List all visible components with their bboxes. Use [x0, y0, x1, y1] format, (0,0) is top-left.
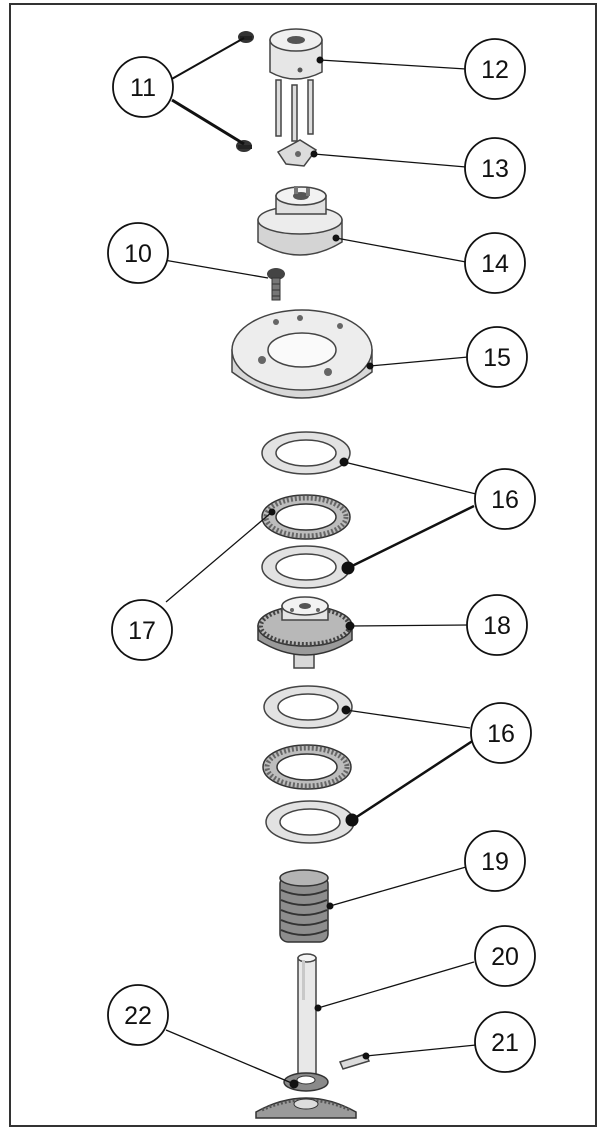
callout-12: 12 [464, 38, 526, 100]
part-21-pin [338, 1053, 371, 1070]
callout-19: 19 [464, 830, 526, 892]
part-16-washer-d [265, 800, 355, 844]
needle-bearing-lower [262, 744, 352, 790]
callout-15: 15 [466, 326, 528, 388]
callout-label: 11 [130, 74, 156, 102]
part-15-base-plate [231, 309, 373, 399]
callout-label: 22 [124, 1002, 152, 1030]
callout-label: 12 [481, 56, 509, 84]
callout-11: 11 [112, 56, 174, 118]
callout-13: 13 [464, 137, 526, 199]
callout-17: 17 [111, 599, 173, 661]
part-17-needle-bearing [261, 494, 351, 540]
callout-label: 13 [481, 155, 509, 183]
part-16-washer-a [261, 431, 351, 475]
part-18-gear-hub [257, 596, 353, 669]
callout-label: 16 [487, 720, 515, 748]
callout-10: 10 [107, 222, 169, 284]
part-20-shaft [297, 953, 317, 1083]
callout-label: 21 [491, 1029, 519, 1057]
part-19-spring [279, 869, 329, 943]
part-16-washer-c [263, 685, 353, 729]
part-12-pin-holder [269, 28, 323, 142]
callout-label: 16 [491, 486, 519, 514]
callout-label: 19 [481, 848, 509, 876]
callout-21: 21 [474, 1011, 536, 1073]
part-11-screw-top [238, 31, 254, 43]
part-13-triangle-nut [276, 139, 318, 167]
callout-16-lower: 16 [470, 702, 532, 764]
leader-lines [163, 37, 477, 1089]
part-10-screw [267, 268, 285, 301]
callout-label: 18 [483, 612, 511, 640]
callout-label: 15 [483, 344, 511, 372]
part-14-hub [257, 186, 343, 256]
callout-22: 22 [107, 984, 169, 1046]
callout-16-upper: 16 [474, 468, 536, 530]
callout-label: 17 [128, 617, 156, 645]
callout-14: 14 [464, 232, 526, 294]
callout-label: 10 [124, 240, 152, 268]
bottom-gear-partial [255, 1097, 357, 1119]
callout-20: 20 [474, 925, 536, 987]
callout-label: 14 [481, 250, 509, 278]
part-16-washer-b [261, 545, 351, 589]
callout-label: 20 [491, 943, 519, 971]
callout-18: 18 [466, 594, 528, 656]
